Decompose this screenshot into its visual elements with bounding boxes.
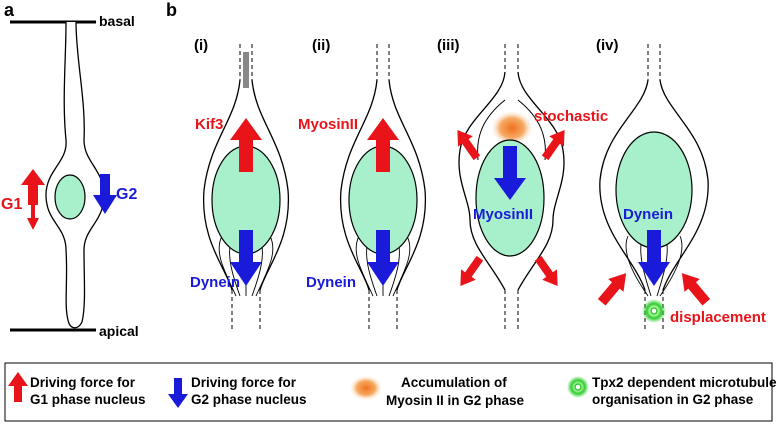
cell-outline: [202, 79, 290, 291]
legend-myosin-line1: Accumulation of: [401, 375, 507, 390]
myosin-accumulation: [490, 110, 534, 146]
myosinii-label: MyosinII: [298, 116, 358, 133]
panel-b-iii: (iii) MyosinII stochastic: [437, 37, 608, 330]
blue-down-arrow-icon: [230, 230, 262, 286]
roman-iii: (iii): [437, 37, 460, 54]
stochastic-arrows: [457, 129, 565, 287]
red-arrow-icon: [457, 129, 481, 161]
tpx2-core: [650, 307, 658, 315]
legend-g1-line1: Driving force for: [30, 375, 136, 390]
panel-a: a basal apical G1 G2: [1, 0, 139, 339]
red-up-arrow-icon: [367, 118, 399, 172]
legend-red-arrow-icon: [8, 372, 28, 402]
stochastic-label: stochastic: [534, 108, 608, 125]
legend-box: [4, 362, 773, 422]
legend-g1-line2: G1 phase nucleus: [30, 392, 146, 407]
red-arrow-icon: [681, 273, 711, 306]
myosinii-iii-label: MyosinII: [473, 206, 533, 223]
blue-down-arrow-icon: [494, 146, 526, 200]
legend-g2-line1: Driving force for: [191, 375, 297, 390]
basal-label: basal: [99, 13, 135, 29]
kif3-label: Kif3: [195, 116, 223, 133]
legend-myosin-line2: Myosin II in G2 phase: [386, 393, 525, 408]
roman-i: (i): [194, 37, 208, 54]
cell-outline: [339, 79, 427, 291]
panel-b-iv: (iv) Dynein displacement: [596, 37, 766, 330]
legend: Driving force for G1 phase nucleus Drivi…: [4, 362, 777, 422]
nucleus: [54, 174, 86, 220]
legend-tpx2-line2: organisation in G2 phase: [592, 392, 754, 407]
panel-b-i: (i) Kif3 Dynein: [190, 37, 290, 330]
legend-g2-line2: G2 phase nucleus: [191, 392, 307, 407]
g1-label: G1: [1, 196, 22, 213]
blue-down-arrow-icon: [638, 230, 670, 286]
legend-tpx2-line1: Tpx2 dependent microtubule: [592, 375, 777, 390]
dynein-label: Dynein: [190, 274, 240, 291]
dynein-iv-label: Dynein: [623, 206, 673, 223]
g1-arrow-icon: [21, 169, 45, 230]
g2-label: G2: [116, 186, 137, 203]
blue-down-arrow-icon: [367, 230, 399, 286]
red-arrow-icon: [460, 255, 484, 287]
cell-outline: [45, 21, 105, 329]
panel-b-letter: b: [166, 0, 177, 20]
red-arrow-icon: [534, 255, 558, 287]
cell-outline: [458, 71, 565, 291]
panel-a-letter: a: [4, 0, 15, 20]
legend-tpx2-core: [574, 383, 582, 391]
roman-ii: (ii): [312, 37, 330, 54]
legend-blue-arrow-icon: [168, 378, 188, 408]
roman-iv: (iv): [596, 37, 619, 54]
legend-myosin-icon: [349, 375, 383, 401]
apical-label: apical: [99, 323, 139, 339]
microtubules: [355, 235, 411, 297]
g2-arrow-icon: [93, 174, 117, 214]
red-arrow-icon: [597, 273, 627, 306]
microtubules: [218, 235, 274, 297]
panel-b-ii: (ii) MyosinII Dynein: [298, 37, 427, 330]
microtubule-bundle: [243, 52, 249, 88]
red-arrow-icon: [541, 129, 565, 161]
dynein-label: Dynein: [306, 274, 356, 291]
red-up-arrow-icon: [230, 118, 262, 172]
displacement-label: displacement: [670, 309, 766, 326]
